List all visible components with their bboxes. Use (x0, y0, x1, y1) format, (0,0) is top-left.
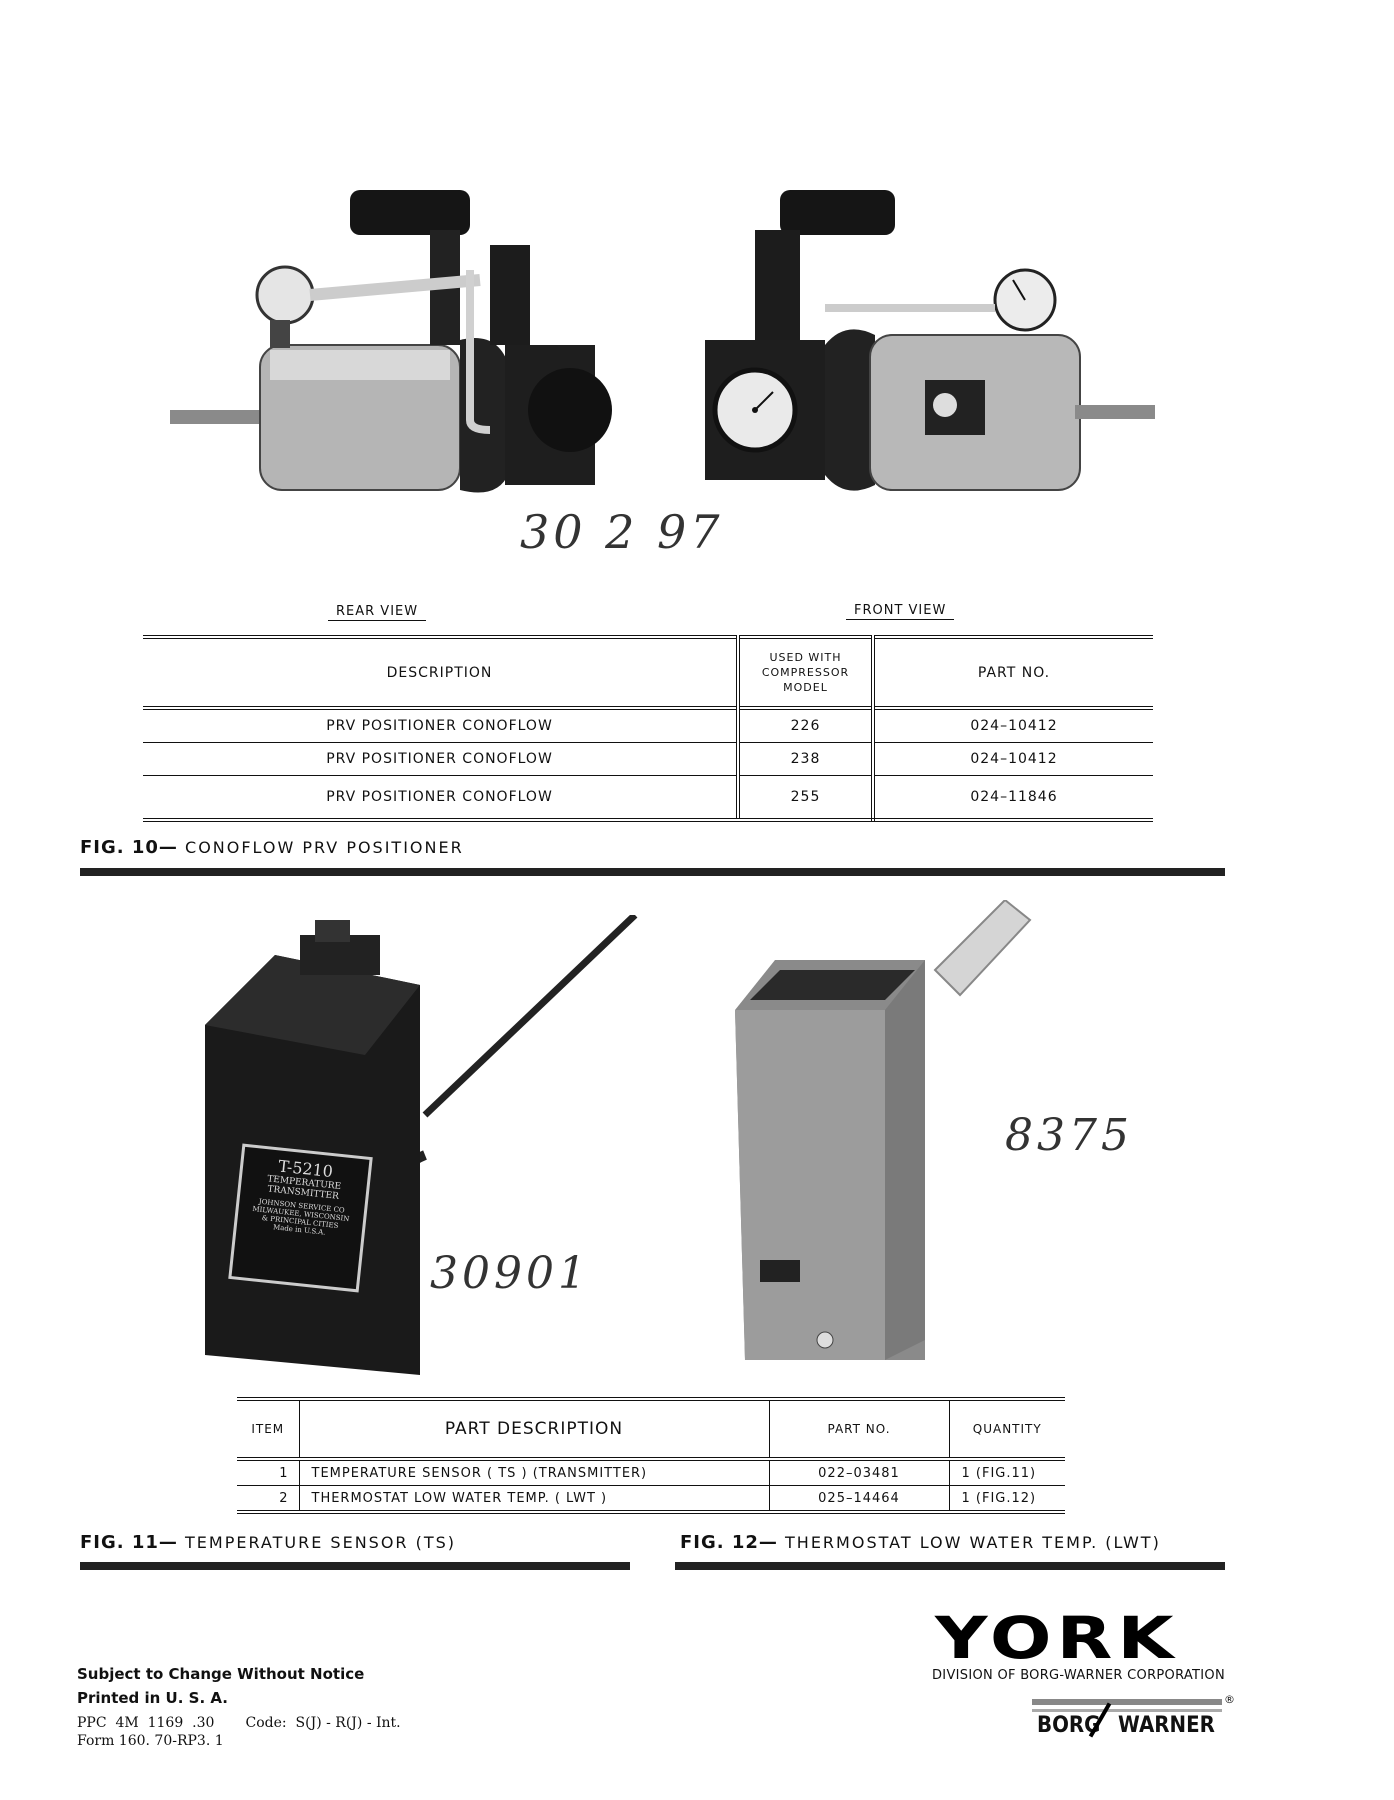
part-description-header: PART DESCRIPTION (298, 1399, 769, 1459)
conoflow-parts-table: DESCRIPTION USED WITH COMPRESSOR MODEL P… (143, 635, 1153, 822)
fig12-rule (675, 1562, 1225, 1570)
registered-mark: ® (1224, 1693, 1235, 1706)
borg-warner-logo: BORG WARNER ® (1032, 1693, 1235, 1743)
footer-ppc-code: PPC 4M 1169 .30 Code: S(J) - R(J) - Int. (77, 1715, 401, 1731)
row-part-no: 025–14464 (768, 1485, 949, 1514)
table-row: PRV POSITIONER CONOFLOW 238 024–10412 (143, 742, 1153, 776)
table-header-row: ITEM PART DESCRIPTION PART NO. QUANTITY (237, 1399, 1065, 1459)
warner-wordmark: WARNER (1118, 1713, 1215, 1738)
fig11-handwritten-number: 30901 (430, 1248, 590, 1299)
front-view-photo (705, 190, 1155, 491)
row-model: 226 (736, 708, 875, 743)
division-text: DIVISION OF BORG-WARNER CORPORATION (932, 1668, 1225, 1683)
front-view-label: FRONT VIEW (846, 603, 955, 620)
item-header: ITEM (251, 1422, 285, 1436)
table-row: PRV POSITIONER CONOFLOW 255 024–11846 (143, 775, 1153, 822)
row-description: THERMOSTAT LOW WATER TEMP. ( LWT ) (298, 1485, 769, 1514)
fig12-caption: FIG. 12— THERMOSTAT LOW WATER TEMP. (LWT… (680, 1532, 1161, 1553)
description-header: DESCRIPTION (386, 664, 493, 681)
row-model: 255 (736, 775, 875, 822)
quantity-header: QUANTITY (948, 1399, 1065, 1459)
row-model: 238 (736, 742, 875, 776)
row-description: TEMPERATURE SENSOR ( TS ) (TRANSMITTER) (298, 1459, 769, 1486)
fig11-caption: FIG. 11— TEMPERATURE SENSOR (TS) (80, 1532, 456, 1553)
fig11-rule (80, 1562, 630, 1570)
rear-view-photo (170, 190, 612, 493)
footer-subject-to-change: Subject to Change Without Notice (77, 1665, 365, 1683)
row-item: 2 (237, 1485, 299, 1514)
row-part-no: 022–03481 (768, 1459, 949, 1486)
row-description: PRV POSITIONER CONOFLOW (143, 775, 738, 822)
table-header-row: DESCRIPTION USED WITH COMPRESSOR MODEL P… (143, 637, 1153, 708)
fig12-caption-text: THERMOSTAT LOW WATER TEMP. (LWT) (785, 1533, 1161, 1552)
table-row: PRV POSITIONER CONOFLOW 226 024–10412 (143, 708, 1153, 743)
parts-table: ITEM PART DESCRIPTION PART NO. QUANTITY … (237, 1397, 1065, 1514)
fig10-caption-text: CONOFLOW PRV POSITIONER (185, 838, 464, 857)
row-quantity: 1 (FIG.12) (948, 1485, 1065, 1514)
footer-form-number: Form 160. 70-RP3. 1 (77, 1733, 224, 1749)
part-no-header: PART NO. (977, 664, 1051, 681)
row-part-no: 024–10412 (873, 742, 1153, 776)
fig12-handwritten-number: 8375 (1005, 1110, 1133, 1161)
table-row: 1 TEMPERATURE SENSOR ( TS ) (TRANSMITTER… (237, 1459, 1065, 1486)
footer-printed-in: Printed in U. S. A. (77, 1689, 228, 1707)
row-part-no: 024–10412 (873, 708, 1153, 743)
fig10-caption: FIG. 10— CONOFLOW PRV POSITIONER (80, 837, 464, 858)
rear-view-label: REAR VIEW (328, 604, 427, 621)
row-part-no: 024–11846 (873, 775, 1153, 822)
york-logo: YORK (935, 1604, 1179, 1672)
table-row: 2 THERMOSTAT LOW WATER TEMP. ( LWT ) 025… (237, 1485, 1065, 1514)
fig10-rule (80, 868, 1225, 876)
fig11-caption-label: FIG. 11— (80, 1532, 178, 1553)
fig10-handwritten-number: 30 2 97 (520, 505, 724, 559)
row-item: 1 (237, 1459, 299, 1486)
fig12-caption-label: FIG. 12— (680, 1532, 778, 1553)
footer-notes: Subject to Change Without Notice Printed… (77, 1662, 364, 1710)
fig10-caption-label: FIG. 10— (80, 837, 178, 858)
fig11-caption-text: TEMPERATURE SENSOR (TS) (185, 1533, 457, 1552)
footer-codes: PPC 4M 1169 .30 Code: S(J) - R(J) - Int.… (77, 1714, 401, 1750)
row-quantity: 1 (FIG.11) (948, 1459, 1065, 1486)
temperature-transmitter-plate: T-5210 TEMPERATURE TRANSMITTER JOHNSON S… (228, 1143, 373, 1293)
part-no-header: PART NO. (768, 1399, 949, 1459)
used-with-header: USED WITH COMPRESSOR MODEL (736, 637, 875, 708)
row-description: PRV POSITIONER CONOFLOW (143, 742, 738, 776)
row-description: PRV POSITIONER CONOFLOW (143, 708, 738, 743)
thermostat-photo (735, 900, 1032, 1360)
